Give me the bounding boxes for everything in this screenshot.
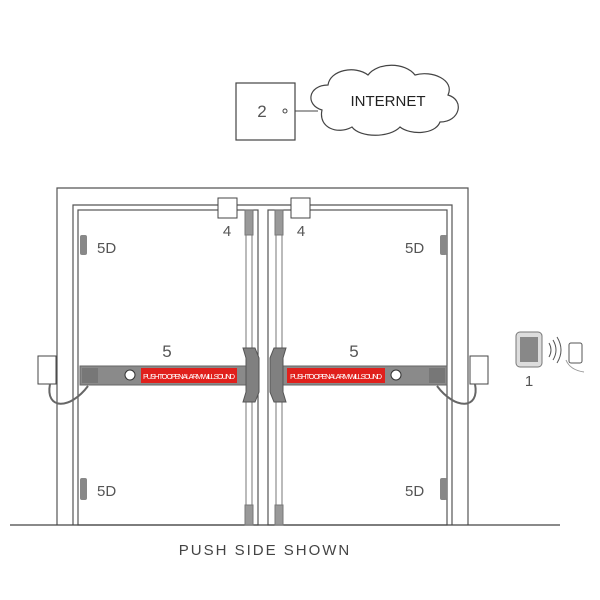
caption: PUSH SIDE SHOWN: [179, 542, 352, 559]
controller-box: 2: [235, 82, 296, 141]
hinge-label-tl: 5D: [97, 240, 116, 257]
strike-left: [217, 197, 238, 219]
exit-bar-right: PUSH TO OPEN ALARM WILL SOUND: [269, 347, 448, 403]
bar-left-label: 5: [162, 342, 171, 361]
strike-right: [290, 197, 311, 219]
controller-label: 2: [257, 102, 266, 121]
internet-cloud: INTERNET: [310, 64, 459, 136]
strike-right-label: 4: [297, 223, 305, 240]
power-transfer-left: [37, 355, 57, 385]
strike-left-label: 4: [223, 223, 231, 240]
hinges: [80, 235, 447, 500]
keypad-reader: 1: [515, 331, 585, 390]
hinge-label-tr: 5D: [405, 240, 424, 257]
bar-right-text: PUSH TO OPEN ALARM WILL SOUND: [290, 372, 383, 381]
hinge-label-bl: 5D: [97, 483, 116, 500]
exit-bar-left: PUSH TO OPEN ALARM WILL SOUND: [79, 347, 260, 403]
door-frame: [56, 187, 469, 526]
bar-left-text: PUSH TO OPEN ALARM WILL SOUND: [143, 372, 236, 381]
bar-right-label: 5: [349, 342, 358, 361]
keypad-label: 1: [525, 373, 533, 390]
hinge-label-br: 5D: [405, 483, 424, 500]
internet-label: INTERNET: [351, 93, 426, 110]
power-transfer-right: [469, 355, 489, 385]
